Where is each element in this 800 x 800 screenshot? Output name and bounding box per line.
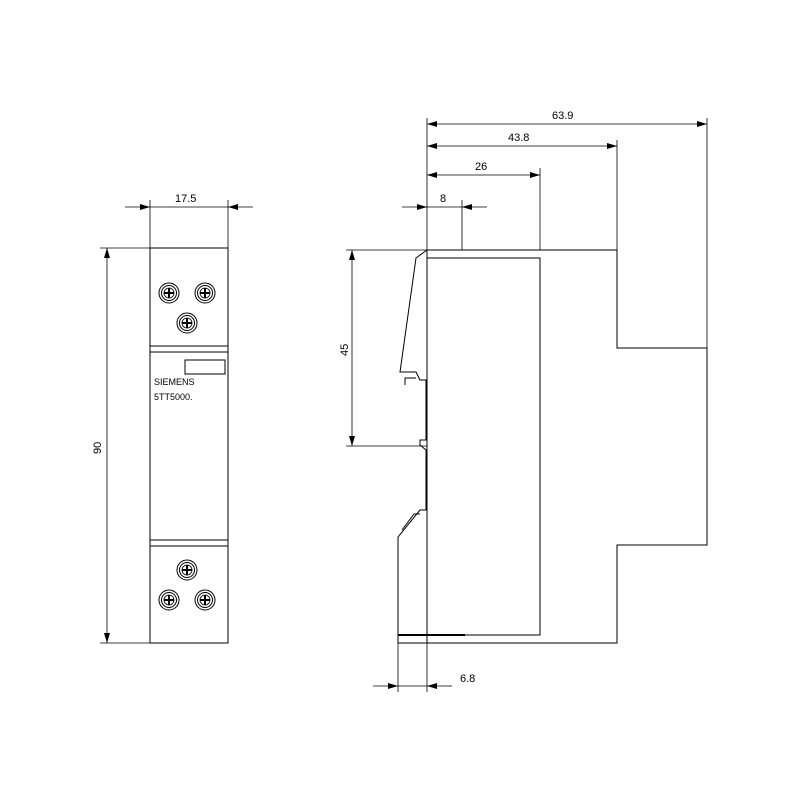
dim-front-height: 90 (92, 247, 150, 644)
dim-depth-3-label: 8 (440, 193, 446, 205)
front-body-outline (149, 247, 229, 644)
side-profile-outline (397, 249, 708, 644)
label-window (184, 359, 226, 375)
terminal-screw-icon (176, 559, 198, 581)
dim-height-half: 45 (339, 249, 427, 447)
terminal-screw-icon (176, 312, 198, 334)
dim-offset-label: 6.8 (460, 673, 475, 685)
dim-depth-total-label: 63.9 (552, 110, 573, 122)
dim-depth-2-label: 26 (475, 161, 487, 173)
dim-front-width-label: 17.5 (175, 193, 196, 205)
side-view: 63.9 43.8 26 8 45 (339, 110, 708, 692)
front-view: SIEMENS 5TT5000. 17.5 90 (92, 193, 253, 644)
terminal-screw-icon (194, 282, 216, 304)
side-clip-detail (404, 377, 416, 385)
model-label: 5TT5000. (154, 392, 193, 402)
terminal-screw-icon (158, 589, 180, 611)
terminal-screw-icon (194, 589, 216, 611)
dim-depth-1: 43.8 (427, 132, 618, 250)
dim-depth-1-label: 43.8 (508, 132, 529, 144)
dim-offset: 6.8 (373, 643, 475, 692)
side-inner-body (426, 257, 541, 636)
side-clip-detail-lower (401, 513, 420, 531)
dim-height-half-label: 45 (339, 344, 351, 356)
dim-depth-3: 8 (402, 193, 487, 250)
dim-front-height-label: 90 (92, 442, 104, 454)
dim-depth-total: 63.9 (426, 110, 708, 348)
brand-label: SIEMENS (154, 377, 195, 387)
terminal-screw-icon (158, 282, 180, 304)
dim-depth-2: 26 (427, 161, 541, 250)
dim-front-width: 17.5 (125, 193, 253, 248)
